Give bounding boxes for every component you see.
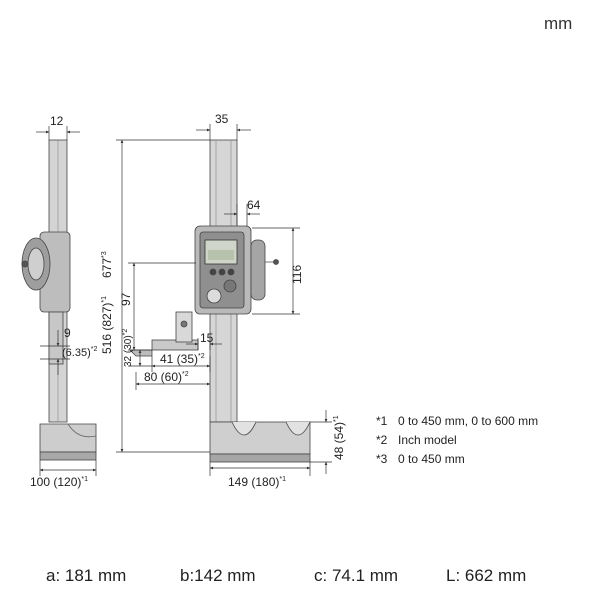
note-3-text: 0 to 450 mm xyxy=(398,452,465,466)
dim-677-mark: *3 xyxy=(101,251,108,258)
dim-635-mark: *2 xyxy=(91,346,98,353)
note-3: *3 0 to 450 mm xyxy=(376,452,465,466)
dim-32-mark: *2 xyxy=(122,329,129,336)
note-1-mark: *1 xyxy=(376,414,388,428)
dim-677-group: 677*3 xyxy=(100,251,114,278)
spec-a: a: 181 mm xyxy=(46,566,127,585)
dim-97: 97 xyxy=(119,292,133,306)
note-3-mark: *3 xyxy=(376,452,388,466)
unit-label: mm xyxy=(544,14,573,33)
dim-32: 32 (30) xyxy=(123,335,134,367)
front-button xyxy=(218,268,226,276)
dim-149: 149 (180) xyxy=(228,475,279,489)
dim-41: 41 (35) xyxy=(160,352,198,366)
note-2-mark: *2 xyxy=(376,433,388,447)
dim-100-group: 100 (120)*1 xyxy=(30,475,88,489)
dim-635-group: (6.35)*2 xyxy=(62,346,97,359)
dim-677: 677 xyxy=(100,258,114,278)
dim-48-mark: *1 xyxy=(333,415,340,422)
front-button xyxy=(209,268,217,276)
note-1-text: 0 to 450 mm, 0 to 600 mm xyxy=(398,414,539,428)
dim-35: 35 xyxy=(215,112,229,126)
dim-516-group: 516 (827)*1 xyxy=(100,296,114,354)
front-view xyxy=(129,139,311,463)
dim-15: 15 xyxy=(200,331,214,345)
note-2: *2 Inch model xyxy=(376,433,457,447)
note-1: *1 0 to 450 mm, 0 to 600 mm xyxy=(376,414,538,428)
side-scriber xyxy=(48,311,64,365)
dim-48: 48 (54) xyxy=(332,422,346,460)
dim-80-group: 80 (60)*2 xyxy=(144,370,189,384)
dim-516-mark: *1 xyxy=(101,296,108,303)
front-dial xyxy=(223,279,237,293)
front-lock-knob xyxy=(206,288,222,304)
dim-9: 9 xyxy=(64,326,71,340)
dim-32-group: 32 (30)*2 xyxy=(122,329,134,367)
dim-149-group: 149 (180)*1 xyxy=(228,475,286,489)
dim-116: 116 xyxy=(290,265,304,284)
dim-149-mark: *1 xyxy=(279,476,286,483)
dim-100: 100 (120) xyxy=(30,475,81,489)
dim-41-mark: *2 xyxy=(198,353,205,360)
side-base xyxy=(39,423,97,453)
spec-l: L: 662 mm xyxy=(446,566,527,585)
side-view xyxy=(21,139,97,461)
spec-c: c: 74.1 mm xyxy=(314,566,399,585)
dim-80-mark: *2 xyxy=(182,371,189,378)
dim-41-group: 41 (35)*2 xyxy=(160,352,205,366)
front-dimensions xyxy=(116,124,332,476)
side-dimensions xyxy=(36,126,97,476)
front-feed-wheel xyxy=(250,239,266,301)
dim-64: 64 xyxy=(247,198,261,212)
dim-80: 80 (60) xyxy=(144,370,182,384)
dim-516: 516 (827) xyxy=(100,303,114,354)
dim-12: 12 xyxy=(50,114,64,128)
note-2-text: Inch model xyxy=(398,433,457,447)
dim-48-group: 48 (54)*1 xyxy=(332,415,346,460)
front-button xyxy=(227,268,235,276)
dim-100-mark: *1 xyxy=(81,476,88,483)
dim-635: (6.35) xyxy=(62,347,91,359)
spec-b: b:142 mm xyxy=(180,566,256,585)
